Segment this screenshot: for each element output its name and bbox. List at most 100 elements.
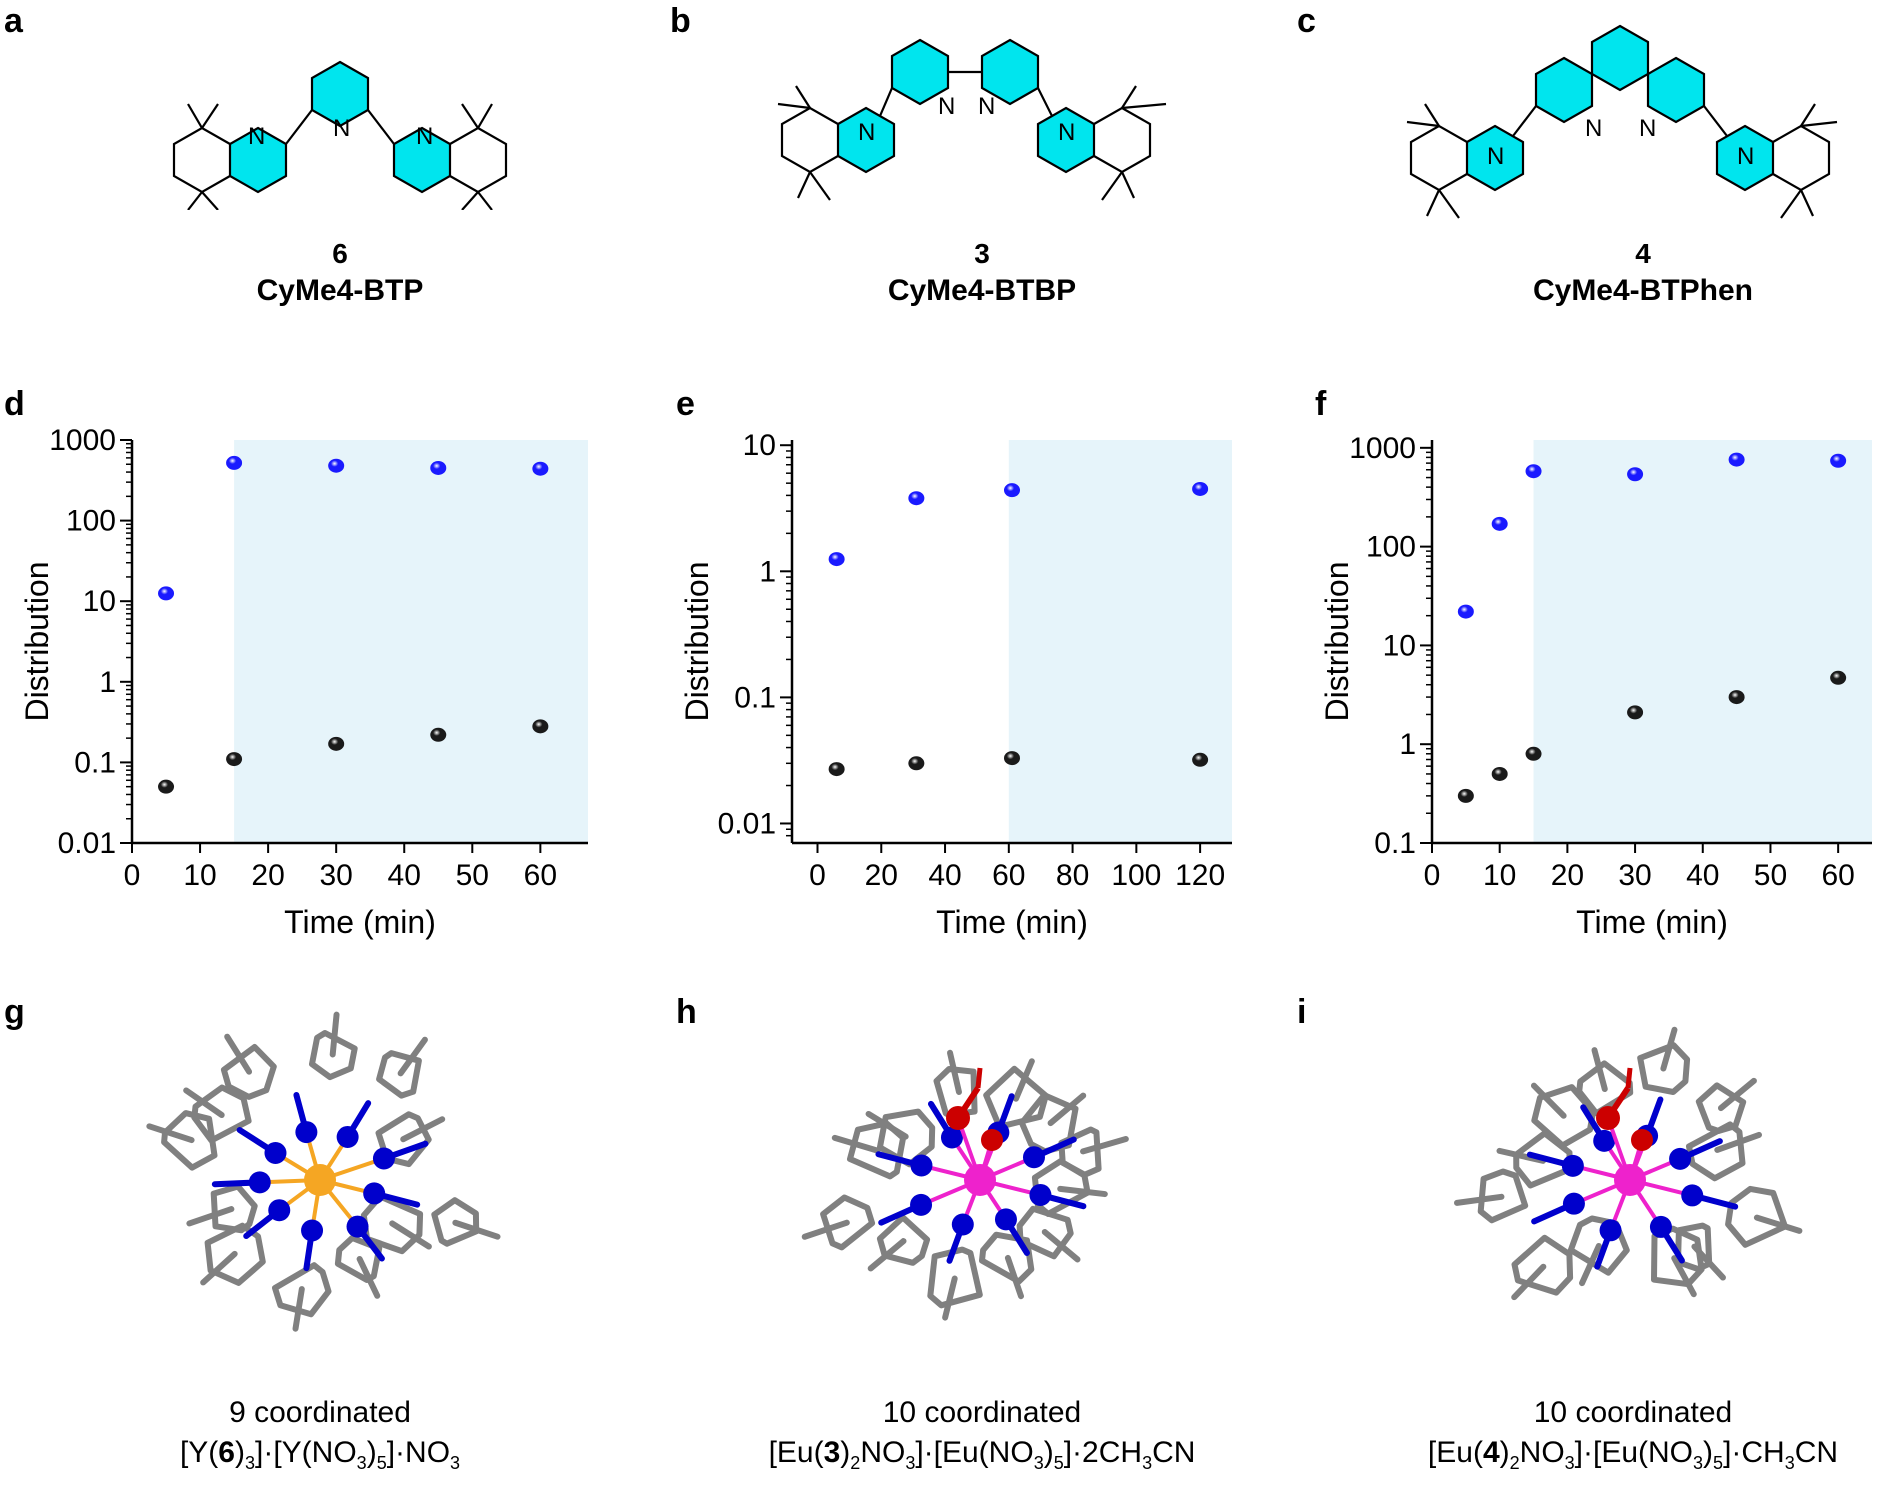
y-tick-label: 1 [759, 555, 776, 588]
x-tick-label: 60 [524, 859, 557, 892]
nitrogen-atom [301, 1219, 324, 1242]
compound-number: 3 [974, 238, 990, 269]
y-tick-label: 10 [83, 585, 116, 618]
y-tick-label: 10 [743, 429, 776, 462]
x-axis-label: Time (min) [936, 904, 1088, 940]
nitrogen-atom [295, 1121, 318, 1144]
x-axis-label: Time (min) [284, 904, 436, 940]
nitrogen-atom [1649, 1215, 1672, 1238]
shaded-region [1008, 440, 1232, 843]
data-point-black [828, 762, 845, 777]
nitrogen-atom [264, 1141, 287, 1164]
carbon-bond [389, 1220, 432, 1250]
oxygen-atom [946, 1106, 970, 1130]
x-tick-label: 60 [1821, 859, 1854, 892]
carbon-bond [200, 1250, 238, 1286]
data-point-black [532, 719, 549, 734]
compound-name: CyMe4-BTBP [887, 274, 1077, 307]
data-point-blue [532, 461, 549, 476]
data-point-blue [908, 491, 925, 506]
y-axis-label: Distribution [19, 561, 55, 721]
y-tick-label: 100 [1366, 531, 1416, 564]
formula-part: CN [1794, 1436, 1839, 1469]
molecule-btbp-structure: N N N N [777, 38, 1167, 201]
carbon-bond [183, 1087, 225, 1119]
data-point-black [1491, 766, 1508, 781]
formula-part: [Eu( [768, 1436, 824, 1469]
oxygen-atom [1631, 1129, 1653, 1151]
panel-letter-a: a [4, 2, 23, 40]
panel-letter-b: b [670, 2, 691, 40]
y-axis-label: Distribution [1319, 561, 1355, 721]
atom-label-n: N [416, 123, 433, 150]
formula-part: ]·NO [386, 1436, 451, 1469]
carbon-ring [1016, 1205, 1074, 1260]
data-point-blue [1192, 481, 1209, 496]
molecule-btphen-structure: N N N N [1406, 24, 1838, 219]
data-point-blue [158, 586, 175, 601]
carbon-bond [452, 1219, 501, 1240]
structure-caption-h: 10 coordinated [Eu(3)2NO3]·[Eu(NO3)5]·2C… [732, 1396, 1232, 1474]
data-point-black [1830, 670, 1847, 685]
atom-label-n: N [978, 93, 995, 120]
x-tick-label: 20 [865, 859, 898, 892]
y-tick-label: 1 [1399, 728, 1416, 761]
complex-formula: [Y(6)3]·[Y(NO3)5]·NO3 [70, 1436, 570, 1474]
carbon-bond [292, 1286, 305, 1332]
x-tick-label: 50 [456, 859, 489, 892]
y-axis-label: Distribution [679, 561, 715, 721]
btbp-right-pyridine-ring [980, 38, 1040, 106]
x-tick-label: 40 [1686, 859, 1719, 892]
y-tick-label: 100 [66, 505, 116, 538]
carbon-bond [947, 1049, 962, 1095]
data-point-blue [1004, 483, 1020, 498]
carbon-ring [272, 1262, 332, 1318]
x-tick-label: 10 [183, 859, 216, 892]
carbon-ring [927, 1246, 983, 1309]
panel-letter-g: g [4, 993, 25, 1031]
carbon-bond [146, 1123, 195, 1144]
atom-label-n: N [1639, 115, 1656, 142]
nitrogen-atom [1029, 1183, 1052, 1206]
carbon-ring [191, 1084, 252, 1144]
data-point-blue [1627, 467, 1644, 482]
nitrogen-atom [372, 1147, 395, 1170]
crystal-structure-eu-btbp [801, 1049, 1129, 1321]
x-tick-label: 20 [251, 859, 284, 892]
formula-part: CN [1152, 1436, 1196, 1469]
y-tick-label: 1000 [1349, 432, 1416, 465]
compound-name: CyMe4-BTP [256, 274, 424, 307]
formula-part: ) [1499, 1436, 1510, 1469]
metal-atom [964, 1164, 996, 1196]
btphen-central-ring [1590, 24, 1650, 92]
data-point-blue [828, 552, 845, 567]
carbon-ring [360, 1193, 424, 1255]
carbon-ring [1477, 1168, 1529, 1224]
formula-subscript: 3 [244, 1453, 255, 1473]
nitrogen-atom [268, 1199, 291, 1222]
data-point-black [1192, 752, 1209, 767]
coordination-label: 10 coordinated [1533, 1396, 1733, 1429]
carbon-bond [1004, 1254, 1025, 1300]
atom-label-n: N [248, 123, 265, 150]
panel-letter-c: c [1297, 2, 1316, 40]
carbon-bond [397, 1036, 428, 1077]
nitrogen-atom [346, 1215, 369, 1238]
formula-part: ) [1043, 1436, 1054, 1469]
nitrogen-atom [994, 1208, 1017, 1231]
y-tick-label: 0.01 [58, 827, 116, 860]
formula-part: [Eu( [1427, 1436, 1483, 1469]
data-point-black [430, 727, 447, 742]
btbp-left-pyridine-ring [890, 38, 950, 106]
carbon-bond [1080, 1136, 1129, 1155]
data-point-black [1004, 751, 1020, 766]
data-point-black [1627, 705, 1644, 720]
carbon-ring [220, 1044, 277, 1100]
data-point-blue [1830, 453, 1847, 468]
x-tick-label: 100 [1111, 859, 1161, 892]
btp-pyridine-ring [310, 60, 370, 128]
crystal-structure-eu-btphen [1453, 1026, 1803, 1301]
x-tick-label: 20 [1551, 859, 1584, 892]
